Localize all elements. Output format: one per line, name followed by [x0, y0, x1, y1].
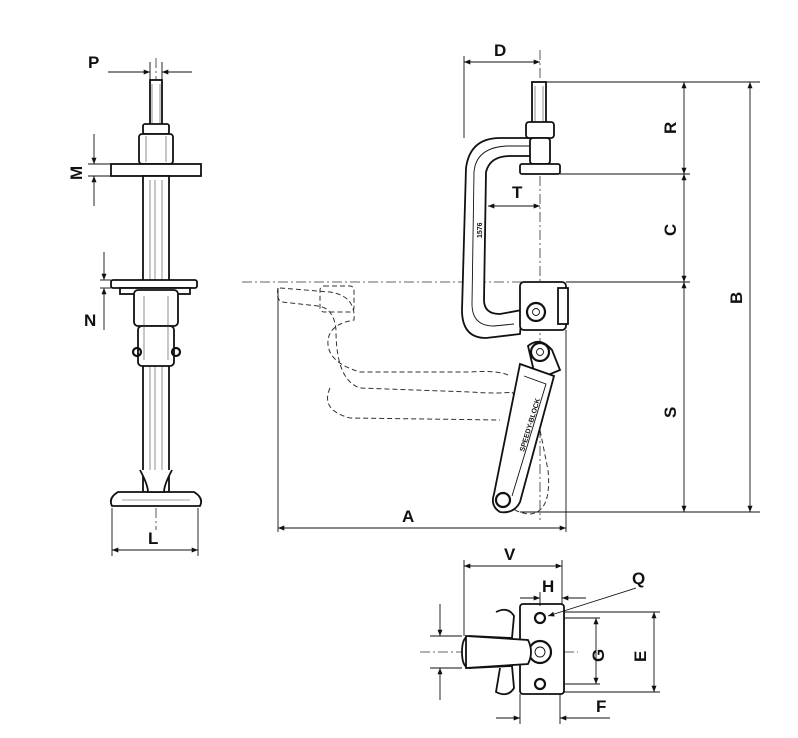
dim-label-H: H	[542, 577, 554, 596]
dim-label-S: S	[661, 407, 680, 418]
dim-label-V: V	[504, 545, 516, 564]
dim-label-N: N	[84, 311, 96, 330]
front-view: P M N L	[67, 53, 203, 556]
dim-label-M: M	[67, 166, 86, 180]
dim-label-Q: Q	[632, 569, 645, 588]
dim-label-D: D	[494, 41, 506, 60]
dim-label-B: B	[727, 292, 746, 304]
dim-label-A: A	[402, 507, 414, 526]
dim-label-P: P	[88, 53, 99, 72]
dim-label-R: R	[661, 122, 680, 134]
dim-label-E: E	[631, 651, 650, 662]
dim-label-L: L	[148, 529, 158, 548]
part-marking: 1576	[477, 222, 484, 238]
plan-view: V H Q G E F	[420, 545, 660, 724]
dim-label-C: C	[661, 224, 680, 236]
dim-label-F: F	[596, 697, 606, 716]
dim-label-G: G	[589, 649, 608, 662]
dim-label-T: T	[512, 183, 523, 202]
side-view: 1576 SPEEDY-BLOCK D R	[242, 41, 760, 532]
